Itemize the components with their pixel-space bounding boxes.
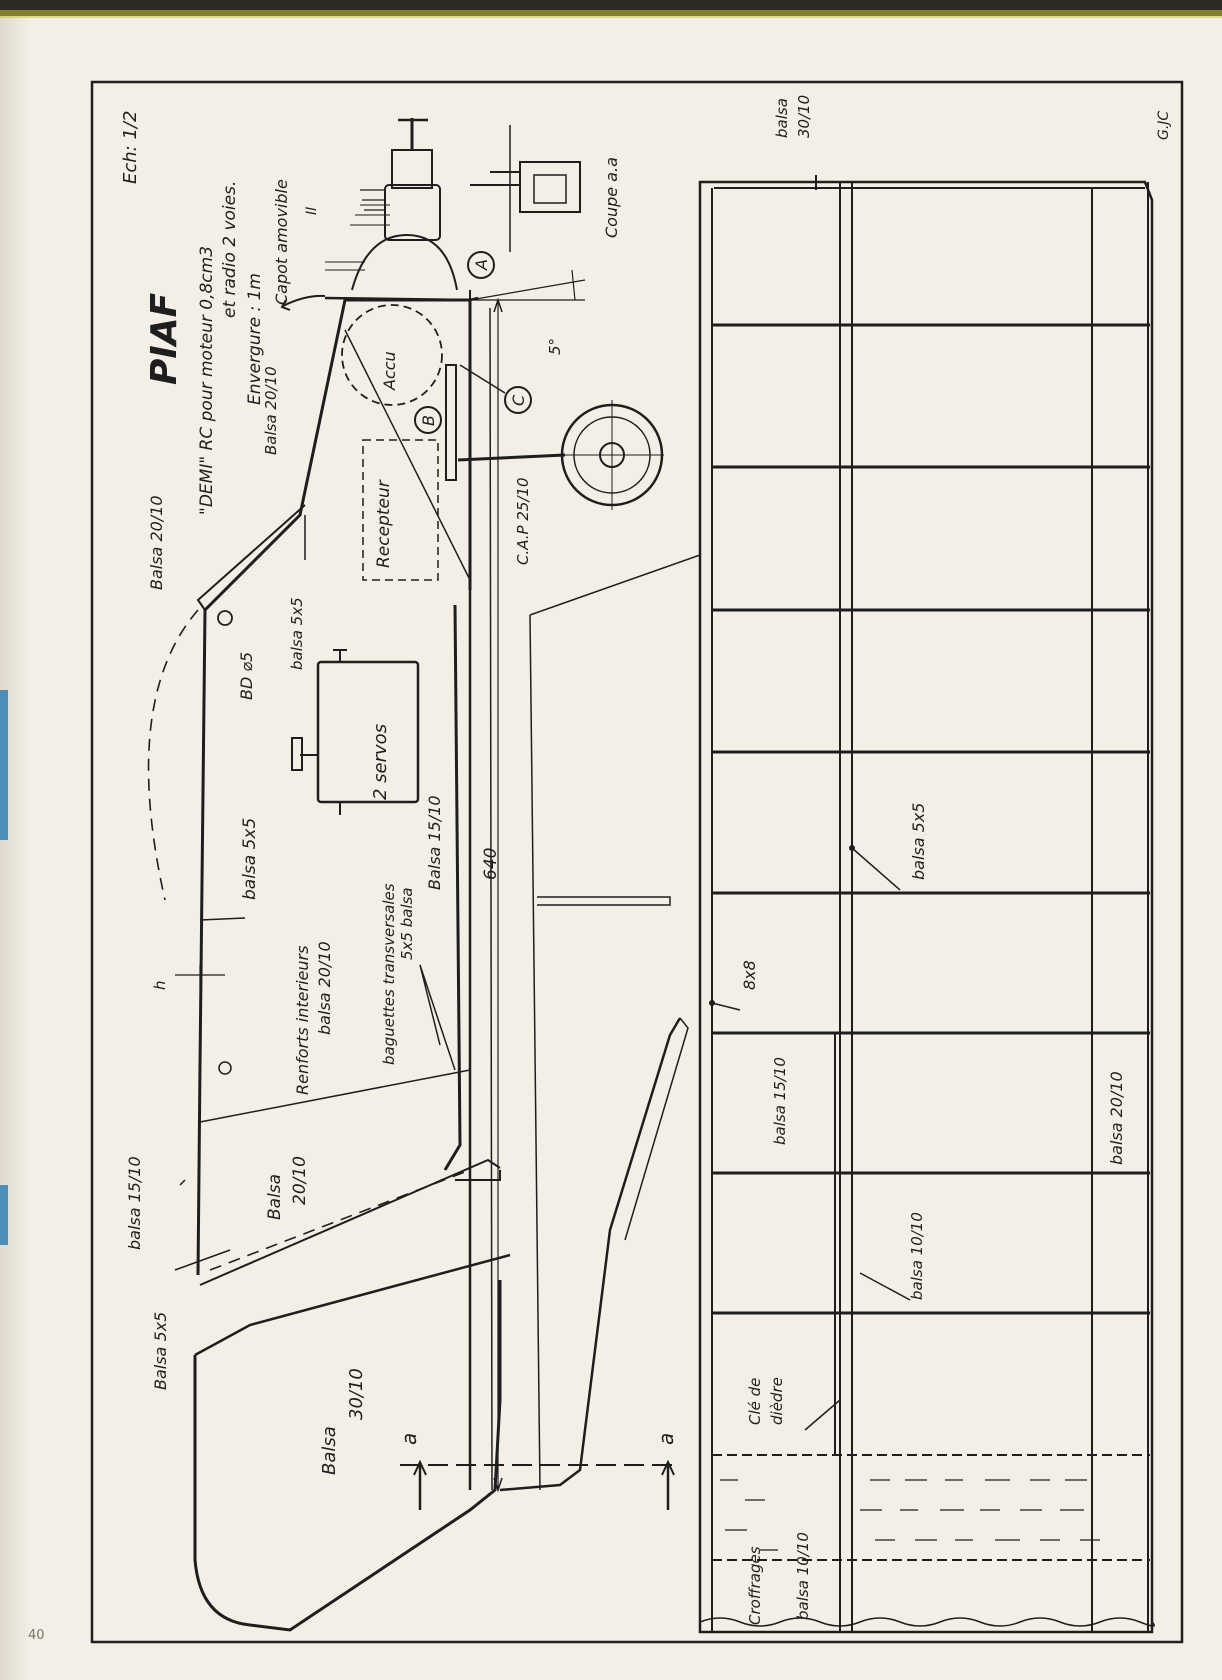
cap-label: C.A.P 25/10 [514, 477, 532, 565]
balsa-15-10-a-label: balsa 15/10 [125, 1156, 144, 1250]
scan-border-accent [0, 10, 1222, 18]
accu-label: Accu [380, 351, 399, 391]
scale-label: Ech: 1/2 [120, 111, 141, 184]
page-edge-marker [0, 1185, 8, 1245]
section-a-label-2: a [654, 1433, 678, 1445]
roman-two-label: II [304, 207, 320, 215]
h-mark-label: h [151, 980, 169, 990]
recepteur-label: Recepteur [374, 479, 394, 568]
wing-balsa-20-10-label: balsa 20/10 [1107, 1071, 1126, 1165]
page-edge-marker [0, 690, 8, 840]
renforts-label-1: Renforts interieurs [293, 946, 312, 1095]
marker-b: B [419, 415, 438, 426]
balsa-20-10-fin-label-2: 20/10 [290, 1156, 310, 1205]
cle-label-1: Clé de [746, 1378, 764, 1425]
capot-label: Capot amovible [272, 179, 291, 305]
fuselage-side-view [147, 118, 701, 1632]
balsa-5x5-c-label: Balsa 5x5 [151, 1312, 170, 1390]
page-number: 40 [28, 1628, 45, 1643]
balsa-30-10-rudder-label-1: Balsa [319, 1426, 340, 1475]
section-a-label-1: a [397, 1433, 421, 1445]
bd-label: BD ⌀5 [237, 652, 256, 700]
baguettes-label-1: baguettes transversales [380, 883, 398, 1065]
balsa-5x5-b-label: balsa 5x5 [240, 818, 260, 900]
balsa-15-10-b-label: Balsa 15/10 [425, 795, 444, 890]
croffrages-label: Croffrages [746, 1546, 764, 1625]
coupe-label: Coupe a.a [602, 157, 621, 238]
marker-c: C [509, 394, 528, 406]
wing-balsa-5x5-label: balsa 5x5 [909, 803, 928, 880]
cle-label-2: dièdre [768, 1377, 786, 1425]
wing-balsa-15-10-label: balsa 15/10 [771, 1057, 789, 1145]
wing-balsa-30-10-label-2: 30/10 [795, 95, 813, 138]
wing-8x8-label: 8x8 [740, 960, 759, 990]
description-line-1: "DEMI" RC pour moteur 0,8cm3 [197, 246, 217, 515]
renforts-label-2: balsa 20/10 [315, 941, 334, 1035]
marker-a-circle [467, 251, 495, 279]
wing-plan [698, 180, 1155, 1634]
drawing-frame [90, 80, 1184, 1644]
balsa-20-10-top-label: Balsa 20/10 [147, 495, 166, 590]
baguettes-label-2: 5x5 balsa [398, 887, 416, 960]
marker-c-circle [504, 386, 532, 414]
author-label: G.JC [1156, 111, 1172, 140]
page-spine [0, 0, 30, 1680]
marker-a: A [472, 259, 491, 271]
balsa-20-10-env-label: Balsa 20/10 [262, 366, 280, 455]
marker-b-circle [414, 406, 442, 434]
angle-5-label: 5° [546, 338, 564, 355]
dim-640-label: 640 [481, 848, 501, 880]
balsa-30-10-rudder-label-2: 30/10 [346, 1368, 367, 1420]
balsa-5x5-a-label: balsa 5x5 [288, 597, 306, 670]
description-line-2: et radio 2 voies. [220, 181, 240, 318]
wing-balsa-10-10-label: balsa 10/10 [908, 1212, 926, 1300]
balsa-20-10-fin-label-1: Balsa [265, 1174, 285, 1220]
title: PIAF [144, 292, 185, 385]
wingspan-label: Envergure : 1m [245, 273, 265, 405]
balsa-10-10-croff-label: balsa 10/10 [794, 1532, 812, 1620]
servos-label: 2 servos [370, 724, 391, 800]
wing-balsa-30-10-label-1: balsa [773, 98, 791, 138]
